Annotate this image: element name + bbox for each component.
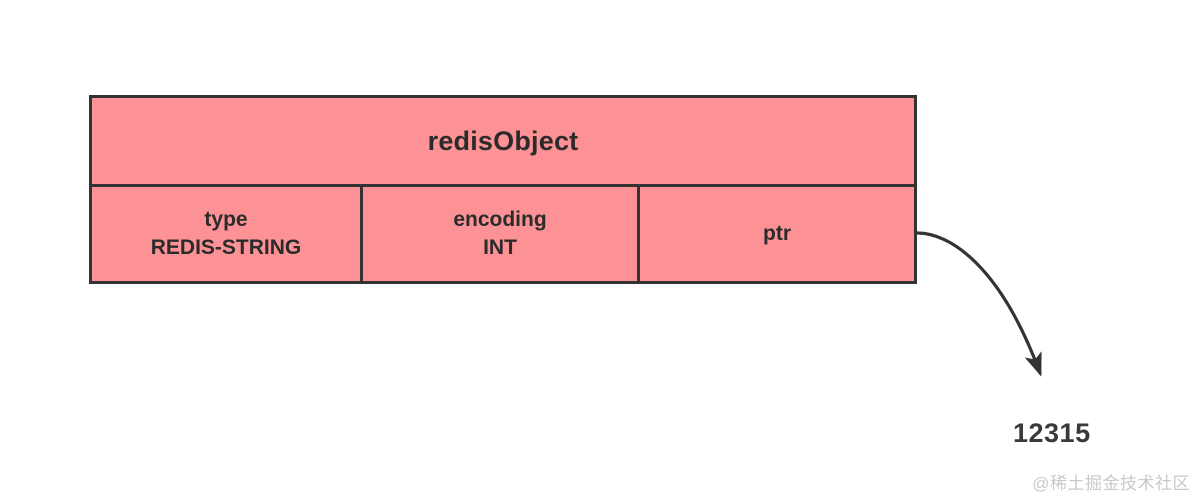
pointer-target-value: 12315 bbox=[1013, 418, 1091, 448]
field-encoding-name: encoding bbox=[453, 207, 547, 231]
field-type-name: type bbox=[204, 207, 248, 231]
pointer-arrow-icon bbox=[914, 231, 1042, 377]
field-ptr-name: ptr bbox=[763, 221, 791, 245]
field-type-value: REDIS-STRING bbox=[150, 236, 302, 259]
redis-object-title-row: redisObject bbox=[92, 98, 914, 187]
redis-object-title: redisObject bbox=[427, 125, 579, 156]
field-encoding-value: INT bbox=[483, 236, 517, 259]
field-cell-ptr: ptr bbox=[640, 187, 914, 281]
redis-object-box: redisObject type REDIS-STRING encoding I… bbox=[89, 95, 917, 284]
redis-object-fields-row: type REDIS-STRING encoding INT ptr bbox=[92, 187, 914, 281]
watermark: @稀土掘金技术社区 bbox=[1032, 474, 1190, 493]
field-cell-type: type REDIS-STRING bbox=[92, 187, 363, 281]
field-cell-encoding: encoding INT bbox=[363, 187, 640, 281]
